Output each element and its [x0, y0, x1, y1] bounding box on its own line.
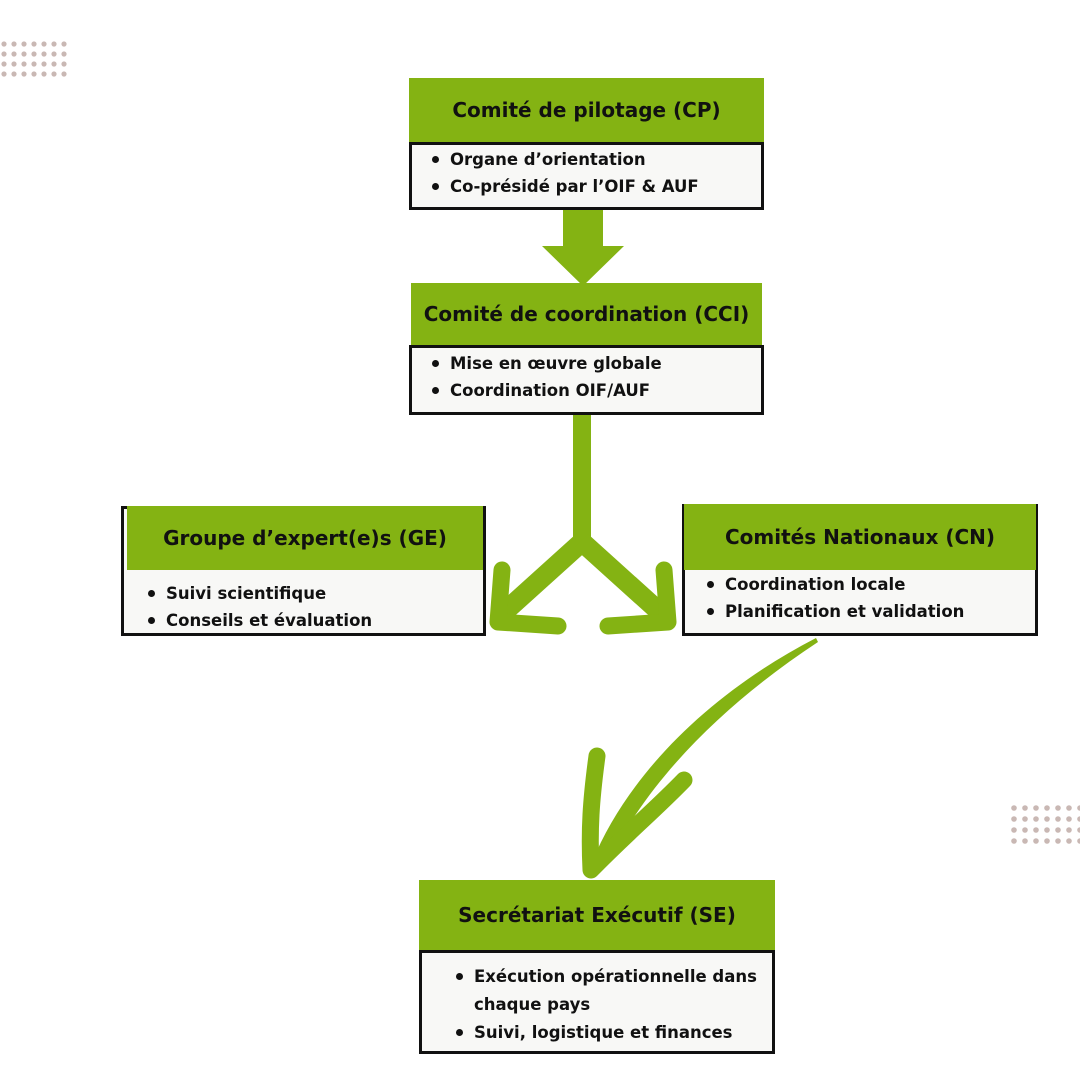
node-cn-item: Coordination locale	[705, 571, 964, 598]
dot	[31, 61, 37, 67]
node-ge-title: Groupe d’expert(e)s (GE)	[127, 506, 483, 570]
dot	[11, 41, 17, 47]
node-cn-list: Coordination locale Planification et val…	[705, 571, 964, 625]
dot	[61, 61, 67, 67]
dot	[51, 61, 57, 67]
dot	[1033, 838, 1039, 844]
dot	[1, 41, 7, 47]
node-cn-item: Planification et validation	[705, 598, 964, 625]
dot	[41, 71, 47, 77]
node-ge-list: Suivi scientifique Conseils et évaluatio…	[146, 580, 372, 634]
node-cci: Mise en œuvre globale Coordination OIF/A…	[409, 345, 764, 415]
node-cci-item: Coordination OIF/AUF	[430, 377, 662, 404]
dot	[11, 61, 17, 67]
dot	[1077, 805, 1080, 811]
dot	[1066, 805, 1072, 811]
dot-grid-icon	[1011, 805, 1080, 844]
arrowhead-to-ge	[489, 561, 567, 635]
dot	[21, 71, 27, 77]
dot	[11, 71, 17, 77]
dot	[1011, 805, 1017, 811]
dot	[41, 61, 47, 67]
dot	[1, 71, 7, 77]
dot	[1055, 827, 1061, 833]
dot	[1044, 816, 1050, 822]
node-se-item: Exécution opérationnelle dans chaque pay…	[454, 963, 764, 1019]
node-se: Exécution opérationnelle dans chaque pay…	[419, 950, 775, 1054]
node-cci-list: Mise en œuvre globale Coordination OIF/A…	[430, 350, 662, 404]
dot	[1066, 816, 1072, 822]
dot	[1, 51, 7, 57]
node-cp-item: Co-présidé par l’OIF & AUF	[430, 173, 699, 200]
node-cp-list: Organe d’orientation Co-présidé par l’OI…	[430, 146, 699, 200]
dot	[1077, 838, 1080, 844]
dot	[21, 41, 27, 47]
dot	[51, 71, 57, 77]
dot	[21, 51, 27, 57]
dot	[1055, 805, 1061, 811]
dot	[1, 61, 7, 67]
arrow-cp-to-cci	[542, 207, 624, 286]
dot	[1077, 827, 1080, 833]
node-cp: Organe d’orientation Co-présidé par l’OI…	[409, 142, 764, 210]
dot	[11, 51, 17, 57]
dot	[1044, 838, 1050, 844]
dot	[1044, 827, 1050, 833]
dot	[21, 61, 27, 67]
dot	[51, 51, 57, 57]
dot	[1033, 805, 1039, 811]
node-se-list: Exécution opérationnelle dans chaque pay…	[454, 963, 764, 1047]
node-se-title: Secrétariat Exécutif (SE)	[419, 880, 775, 950]
dot	[1033, 816, 1039, 822]
node-cn-title: Comités Nationaux (CN)	[684, 504, 1036, 570]
dot	[61, 41, 67, 47]
dot	[1055, 838, 1061, 844]
dot	[31, 41, 37, 47]
node-se-item: Suivi, logistique et finances	[454, 1019, 764, 1047]
dot	[1022, 816, 1028, 822]
connector-cci-stem	[573, 414, 591, 544]
node-cp-title: Comité de pilotage (CP)	[409, 78, 764, 142]
dot	[41, 51, 47, 57]
dot	[1066, 827, 1072, 833]
dot	[61, 71, 67, 77]
node-ge-item: Conseils et évaluation	[146, 607, 372, 634]
dot	[1022, 827, 1028, 833]
dot	[1044, 805, 1050, 811]
arrowhead-to-cn	[599, 561, 677, 635]
dot	[1022, 805, 1028, 811]
dot	[1077, 816, 1080, 822]
dot	[61, 51, 67, 57]
dot	[1022, 838, 1028, 844]
dot	[1011, 816, 1017, 822]
dot-grid-icon	[1, 41, 67, 77]
node-cp-item: Organe d’orientation	[430, 146, 699, 173]
dot	[31, 71, 37, 77]
node-cci-item: Mise en œuvre globale	[430, 350, 662, 377]
dot	[1011, 827, 1017, 833]
node-ge-item: Suivi scientifique	[146, 580, 372, 607]
dot	[1055, 816, 1061, 822]
dot	[1066, 838, 1072, 844]
arrow-branch-to-ge	[494, 534, 590, 622]
arrowhead-cn-to-se	[581, 747, 693, 879]
dot	[51, 41, 57, 47]
node-cci-title: Comité de coordination (CCI)	[411, 283, 762, 345]
dot	[31, 51, 37, 57]
dot	[1033, 827, 1039, 833]
dot	[1011, 838, 1017, 844]
arrow-branch-to-cn	[574, 534, 670, 622]
dot	[41, 41, 47, 47]
